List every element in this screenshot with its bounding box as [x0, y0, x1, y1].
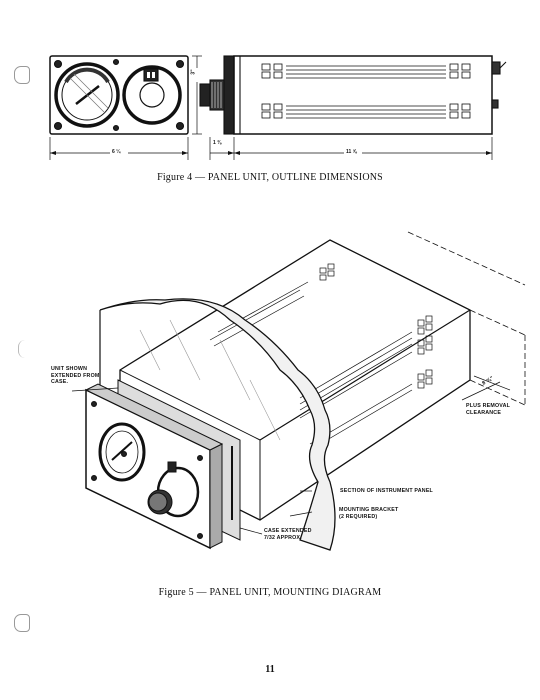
dim-height-label: 3" — [190, 69, 197, 75]
figure5-mounting-drawing — [71, 231, 526, 551]
dial-bezel — [54, 62, 120, 128]
figure5-caption: Figure 5 — PANEL UNIT, MOUNTING DIAGRAM — [158, 587, 382, 598]
callout-unit-shown: UNIT SHOWN EXTENDED FROM CASE. — [51, 366, 100, 385]
figure4-outline-drawing — [49, 55, 507, 160]
callout-plus-removal: PLUS REMOVAL CLEARANCE — [466, 403, 511, 416]
knob-bezel — [122, 65, 182, 125]
hole-punch-top — [14, 66, 30, 84]
hole-punch-bottom — [14, 614, 30, 632]
case-side — [233, 55, 493, 135]
front-panel — [49, 55, 189, 135]
dim-length-label: 11 ⅝ — [346, 149, 357, 155]
callout-mounting-bracket: MOUNTING BRACKET (2 REQUIRED) — [339, 507, 399, 520]
callout-case-extended: CASE EXTENDED 7/32 APPROX. — [264, 528, 312, 541]
page-number: 11 — [265, 664, 275, 675]
dim-front-label: 1 ⅜ — [213, 140, 222, 146]
dim-width-label: 6 ¼ — [112, 149, 121, 155]
margin-mark-middle — [18, 340, 25, 358]
callout-section-panel: SECTION OF INSTRUMENT PANEL — [340, 488, 433, 494]
instrument-panel-section — [99, 298, 336, 551]
figure4-caption: Figure 4 — PANEL UNIT, OUTLINE DIMENSION… — [157, 172, 383, 183]
